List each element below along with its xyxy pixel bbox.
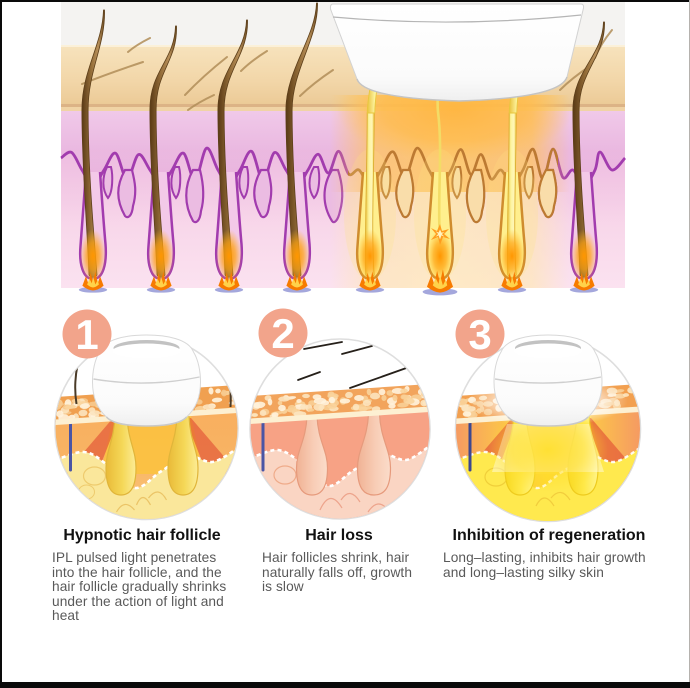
svg-text:1: 1 [75,311,98,358]
svg-text:3: 3 [468,311,491,358]
svg-text:2: 2 [271,310,294,357]
